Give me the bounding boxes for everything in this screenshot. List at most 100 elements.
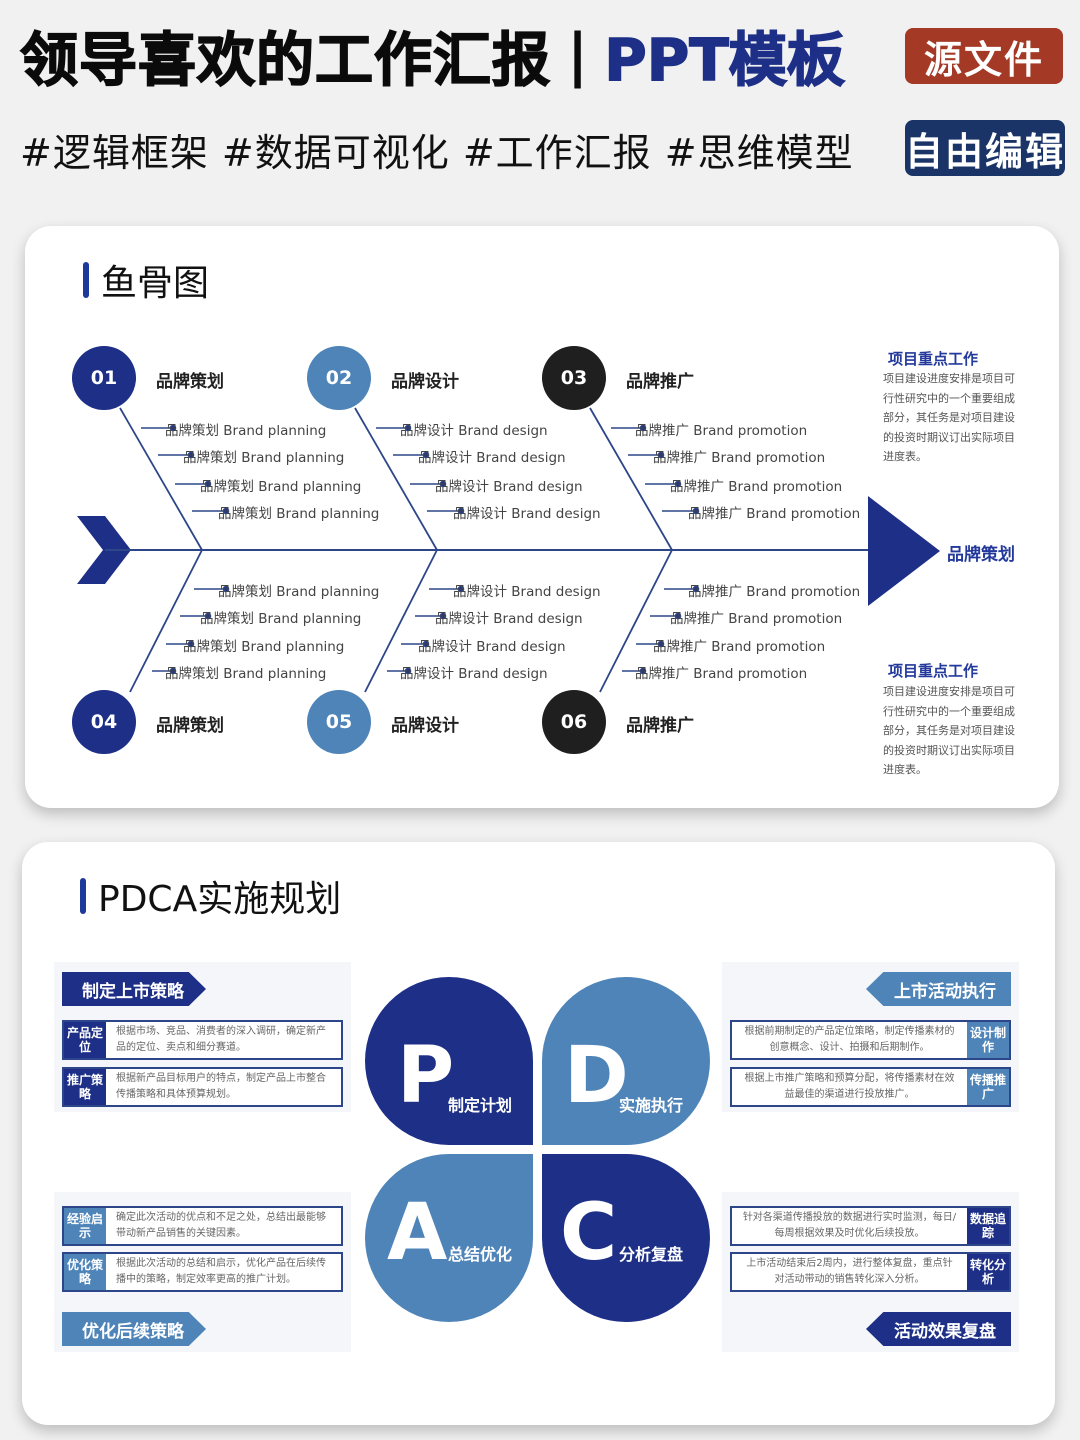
page-title: 领导喜欢的工作汇报 | PPT模板 <box>19 20 845 95</box>
bone-item: 品牌策划 Brand planning <box>165 666 327 682</box>
bone-item: 品牌设计 Brand design <box>400 423 548 439</box>
bone-item: 品牌设计 Brand design <box>453 506 601 522</box>
bone-item: 品牌策划 Brand planning <box>218 584 380 600</box>
bone-item: 品牌设计 Brand design <box>435 479 583 495</box>
row-label: 设计制作 <box>967 1022 1009 1058</box>
side-note-title: 项目重点工作 <box>888 350 979 368</box>
petal-label: 实施执行 <box>619 1096 684 1115</box>
banner-plan: 制定上市策略 <box>62 972 206 1006</box>
bone-item: 品牌推广 Brand promotion <box>635 666 808 682</box>
title-accent-bar <box>83 262 89 298</box>
bone-item: 品牌设计 Brand design <box>435 611 583 627</box>
row-label: 产品定位 <box>64 1022 106 1058</box>
petal-do: D 实施执行 <box>542 977 710 1145</box>
node-04: 04 <box>72 690 136 754</box>
row-distribution: 传播推广 根据上市推广策略和预算分配，将传播素材在效益最佳的渠道进行投放推广。 <box>730 1067 1011 1107</box>
row-product-positioning: 产品定位 根据市场、竞品、消费者的深入调研，确定新产品的定位、卖点和细分赛道。 <box>62 1020 343 1060</box>
row-promotion-strategy: 推广策略 根据新产品目标用户的特点，制定产品上市整合传播策略和具体预算规划。 <box>62 1067 343 1107</box>
node-05: 05 <box>307 690 371 754</box>
petal-plan: P 制定计划 <box>365 977 533 1145</box>
row-data-tracking: 数据追踪 针对各渠道传播投放的数据进行实时监测，每日/每周根据效果及时优化后续投… <box>730 1206 1011 1246</box>
panel-plan: 制定上市策略 产品定位 根据市场、竞品、消费者的深入调研，确定新产品的定位、卖点… <box>54 962 351 1112</box>
node-01: 01 <box>72 346 136 410</box>
fishbone-card: 鱼骨图 <box>25 226 1059 808</box>
row-lessons: 经验启示 确定此次活动的优点和不足之处，总结出最能够带动新产品销售的关键因素。 <box>62 1206 343 1246</box>
title-main: 领导喜欢的工作汇报 <box>19 25 552 95</box>
bone-item: 品牌推广 Brand promotion <box>653 639 826 655</box>
source-file-badge: 源文件 <box>905 28 1063 84</box>
row-label: 传播推广 <box>967 1069 1009 1105</box>
bone-item: 品牌策划 Brand planning <box>183 450 345 466</box>
bone-item: 品牌设计 Brand design <box>418 450 566 466</box>
row-text: 针对各渠道传播投放的数据进行实时监测，每日/每周根据效果及时优化后续投放。 <box>742 1212 957 1239</box>
pdca-section-title: PDCA实施规划 <box>80 870 341 922</box>
petal-label: 总结优化 <box>448 1245 513 1264</box>
row-text: 根据新产品目标用户的特点，制定产品上市整合传播策略和具体预算规划。 <box>116 1073 326 1100</box>
node-01-label: 品牌策划 <box>156 372 224 392</box>
petal-act: A 总结优化 <box>365 1154 533 1322</box>
row-label: 经验启示 <box>64 1208 106 1244</box>
petal-check: C 分析复盘 <box>542 1154 710 1322</box>
bone-item: 品牌推广 Brand promotion <box>688 584 861 600</box>
petal-letter: D <box>564 1031 629 1121</box>
side-note-body: 项目建设进度安排是项目可行性研究中的一个重要组成部分，其任务是对项目建设的投资时… <box>883 372 1015 463</box>
node-03-label: 品牌推广 <box>626 372 694 392</box>
row-design-production: 设计制作 根据前期制定的产品定位策略，制定传播素材的创意概念、设计、拍摄和后期制… <box>730 1020 1011 1060</box>
bone-item: 品牌策划 Brand planning <box>218 506 380 522</box>
node-06: 06 <box>542 690 606 754</box>
row-optimize-strategy: 优化策略 根据此次活动的总结和启示，优化产品在后续传播中的策略，制定效率更高的推… <box>62 1252 343 1292</box>
title-accent-bar <box>80 878 86 914</box>
tail-chevron-icon <box>77 516 131 584</box>
row-text: 确定此次活动的优点和不足之处，总结出最能够带动新产品销售的关键因素。 <box>116 1212 326 1239</box>
side-note-title: 项目重点工作 <box>888 662 979 680</box>
bone-item: 品牌推广 Brand promotion <box>670 479 843 495</box>
row-text: 根据市场、竞品、消费者的深入调研，确定新产品的定位、卖点和细分赛道。 <box>116 1026 326 1053</box>
node-06-label: 品牌推广 <box>626 716 694 736</box>
row-text: 根据上市推广策略和预算分配，将传播素材在效益最佳的渠道进行投放推广。 <box>744 1073 955 1100</box>
row-label: 数据追踪 <box>967 1208 1009 1244</box>
row-text: 根据前期制定的产品定位策略，制定传播素材的创意概念、设计、拍摄和后期制作。 <box>744 1026 955 1053</box>
bone-item: 品牌推广 Brand promotion <box>653 450 826 466</box>
bone-item: 品牌推广 Brand promotion <box>635 423 808 439</box>
pdca-title-text: PDCA实施规划 <box>98 879 342 920</box>
title-accent: PPT模板 <box>603 25 845 95</box>
side-note-body: 项目建设进度安排是项目可行性研究中的一个重要组成部分，其任务是对项目建设的投资时… <box>883 685 1015 776</box>
panel-do: 上市活动执行 设计制作 根据前期制定的产品定位策略，制定传播素材的创意概念、设计… <box>722 962 1019 1112</box>
hashtags: #逻辑框架 #数据可视化 #工作汇报 #思维模型 <box>20 131 854 175</box>
petal-label: 制定计划 <box>448 1096 513 1115</box>
row-text: 上市活动结束后2周内，进行整体复盘，重点针对活动带动的销售转化深入分析。 <box>746 1258 953 1285</box>
fishbone-section-title: 鱼骨图 <box>83 254 209 306</box>
bone-item: 品牌策划 Brand planning <box>165 423 327 439</box>
petal-letter: P <box>397 1031 455 1121</box>
fishbone-title-text: 鱼骨图 <box>101 263 210 304</box>
node-05-label: 品牌设计 <box>391 716 459 736</box>
petal-letter: A <box>387 1188 448 1278</box>
bone-item: 品牌设计 Brand design <box>400 666 548 682</box>
row-label: 优化策略 <box>64 1254 106 1290</box>
bone-item: 品牌设计 Brand design <box>418 639 566 655</box>
bone-item: 品牌设计 Brand design <box>453 584 601 600</box>
node-03: 03 <box>542 346 606 410</box>
fishbone-diagram <box>77 407 940 693</box>
row-text: 根据此次活动的总结和启示，优化产品在后续传播中的策略，制定效率更高的推广计划。 <box>116 1258 326 1285</box>
title-separator: | <box>567 21 589 89</box>
banner-do: 上市活动执行 <box>866 972 1011 1006</box>
panel-act: 经验启示 确定此次活动的优点和不足之处，总结出最能够带动新产品销售的关键因素。 … <box>54 1192 351 1352</box>
node-02-label: 品牌设计 <box>391 372 459 392</box>
node-02: 02 <box>307 346 371 410</box>
bone-item: 品牌策划 Brand planning <box>200 479 362 495</box>
bone-item: 品牌推广 Brand promotion <box>670 611 843 627</box>
petal-label: 分析复盘 <box>619 1245 684 1264</box>
fishbone-head-label: 品牌策划 <box>947 545 1015 565</box>
head-triangle-icon <box>868 496 940 606</box>
petal-letter: C <box>560 1188 618 1278</box>
bone-item: 品牌推广 Brand promotion <box>688 506 861 522</box>
node-04-label: 品牌策划 <box>156 716 224 736</box>
bone-item: 品牌策划 Brand planning <box>200 611 362 627</box>
banner-act: 优化后续策略 <box>62 1312 206 1346</box>
row-label: 转化分析 <box>967 1254 1009 1290</box>
row-conversion-analysis: 转化分析 上市活动结束后2周内，进行整体复盘，重点针对活动带动的销售转化深入分析… <box>730 1252 1011 1292</box>
free-edit-badge: 自由编辑 <box>905 120 1065 176</box>
bone-item: 品牌策划 Brand planning <box>183 639 345 655</box>
panel-check: 数据追踪 针对各渠道传播投放的数据进行实时监测，每日/每周根据效果及时优化后续投… <box>722 1192 1019 1352</box>
